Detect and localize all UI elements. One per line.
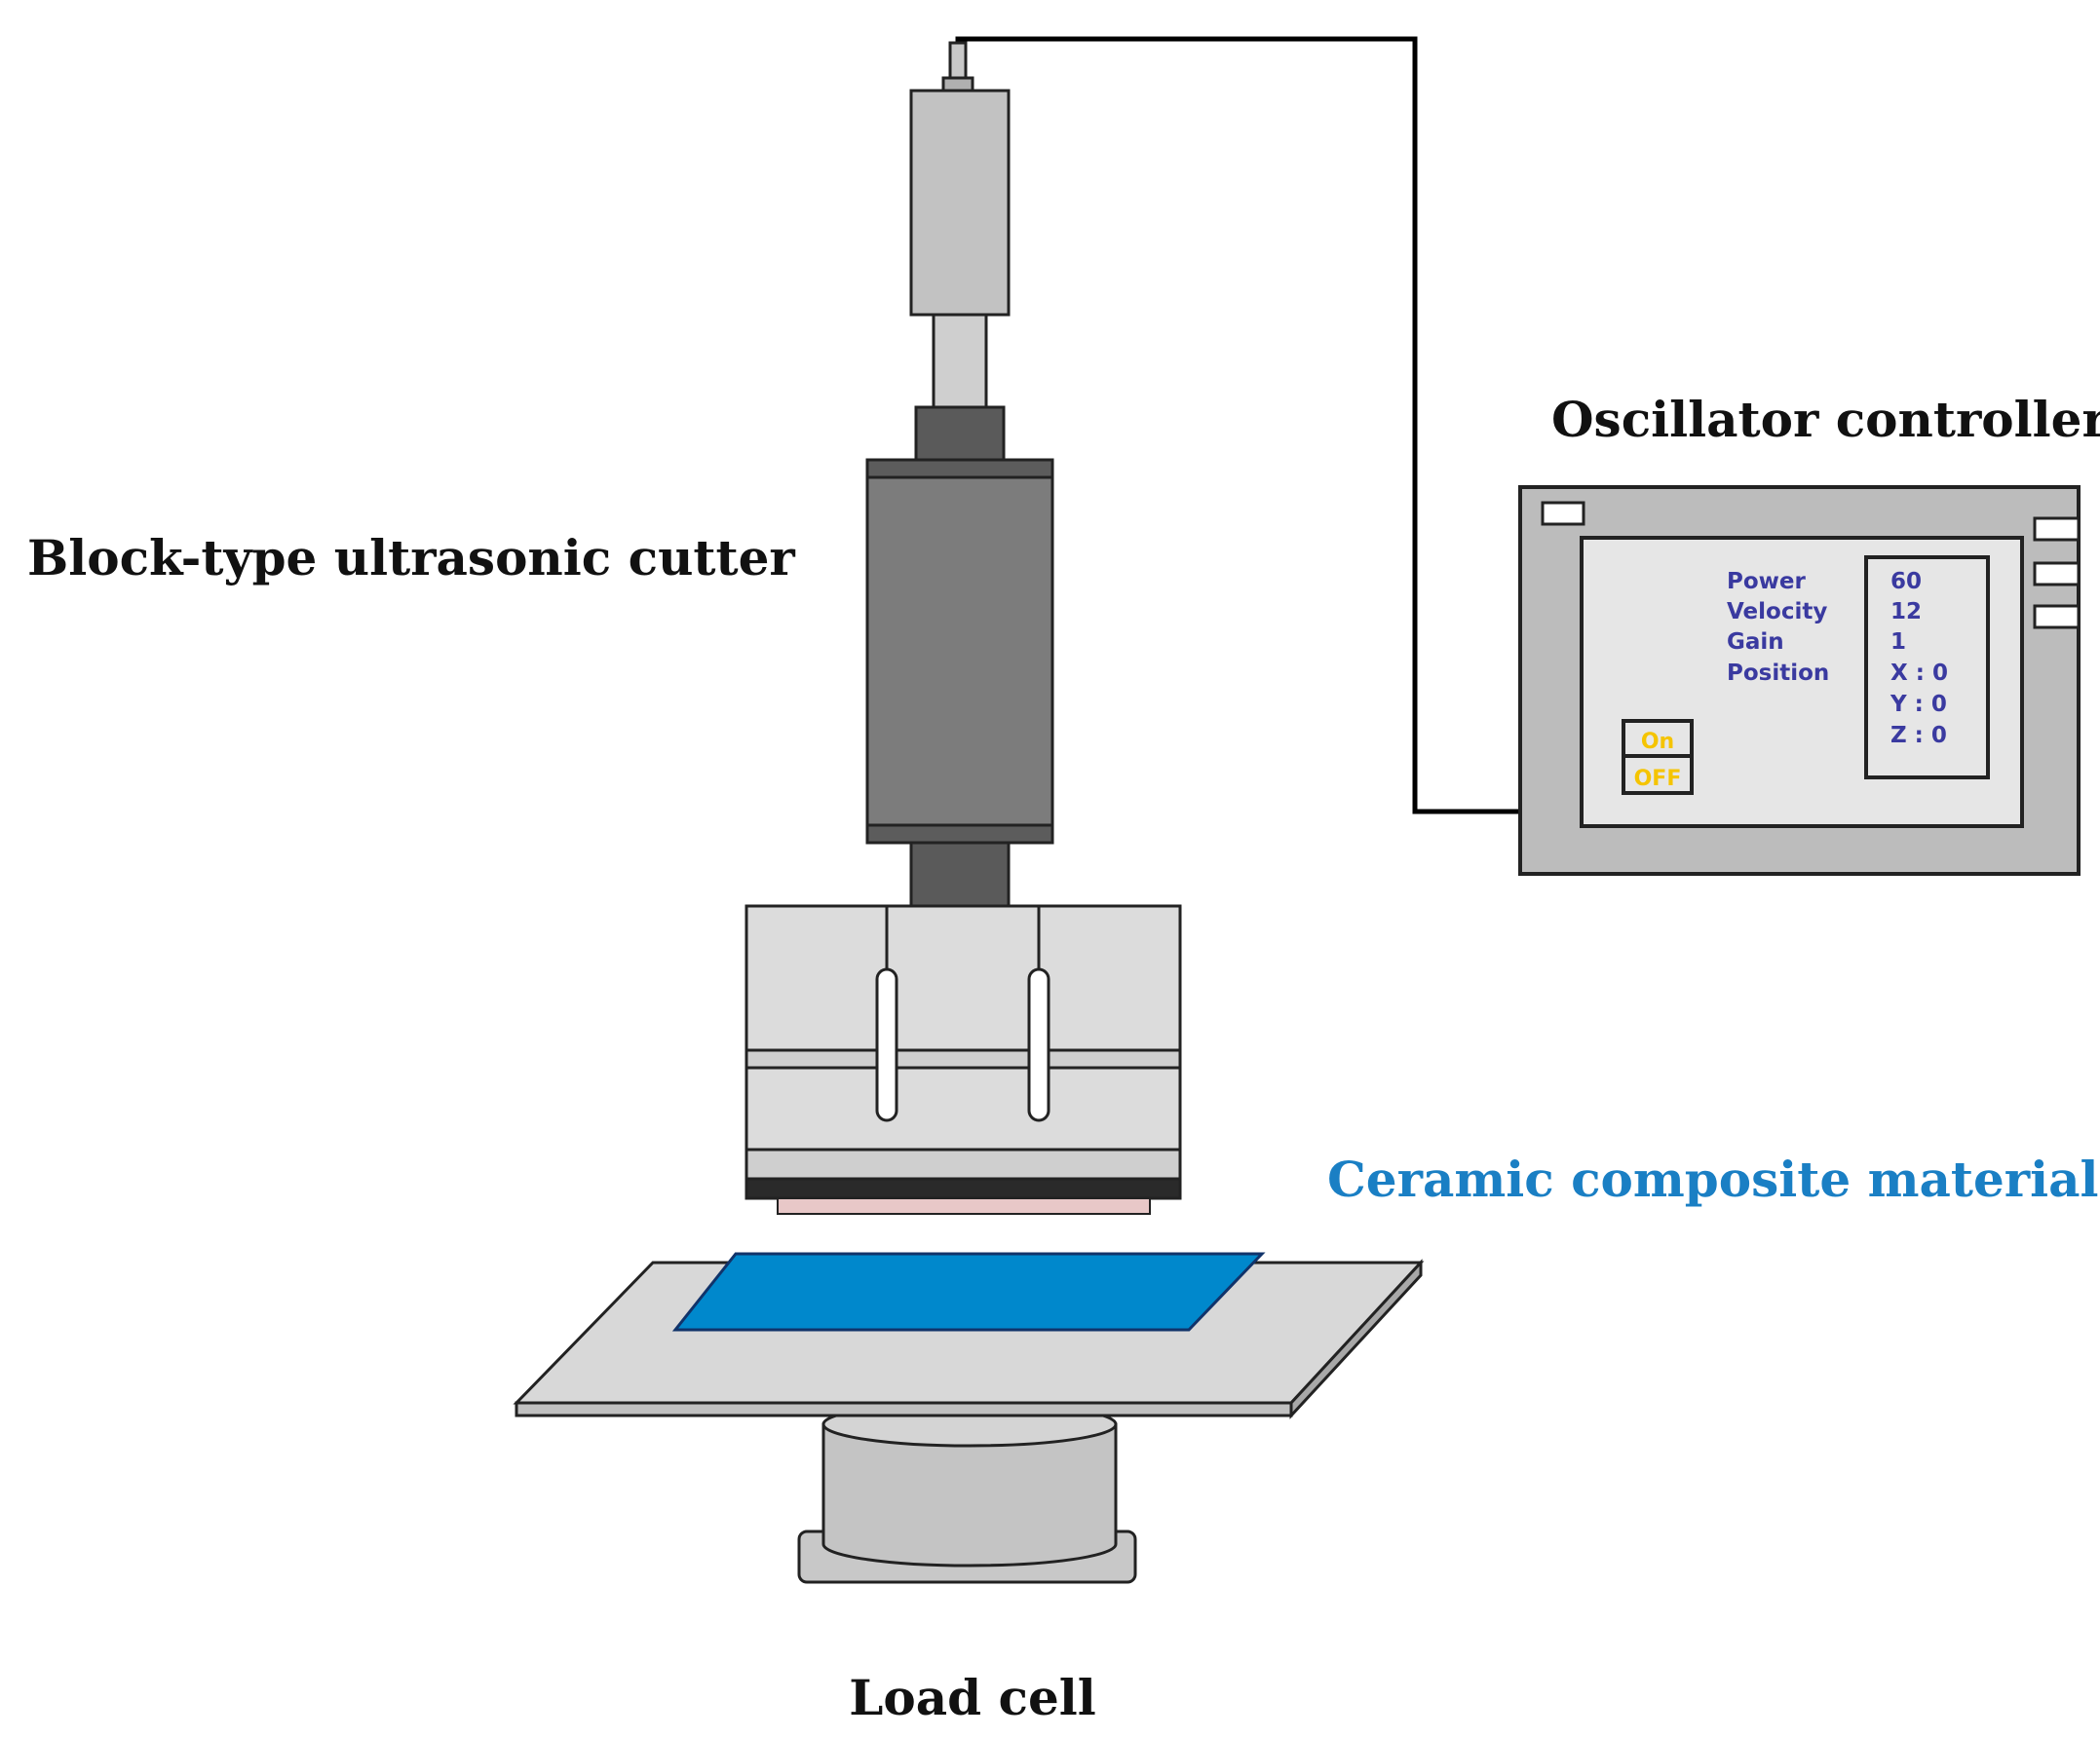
ceramic-material (671, 1252, 1266, 1332)
oscillator-label: Oscillator controller (1551, 391, 2100, 448)
ultrasonic-cutter (745, 41, 1182, 1215)
value-gain: 1 (1890, 629, 1906, 655)
value-position-y: Y : 0 (1890, 692, 1947, 717)
material-label: Ceramic composite material (1327, 1151, 2099, 1208)
cutter-label: Block-type ultrasonic cutter (27, 529, 795, 586)
param-position: Position (1727, 661, 1829, 686)
value-box (1864, 555, 1990, 779)
value-velocity: 12 (1890, 599, 1922, 624)
transducer-housing (909, 89, 1011, 317)
oscillator-controller: Power Velocity Gain Position 60 12 1 X :… (1518, 485, 2081, 876)
param-velocity: Velocity (1727, 599, 1827, 624)
side-button-3[interactable] (2033, 604, 2081, 629)
booster-body (865, 458, 1054, 845)
load-cell-label: Load cell (849, 1669, 1096, 1726)
switch-off-label: OFF (1634, 767, 1682, 791)
load-cell-cylinder (821, 1422, 1118, 1568)
controller-indicator (1541, 501, 1585, 526)
param-power: Power (1727, 569, 1807, 594)
value-position-x: X : 0 (1890, 661, 1948, 686)
stage-assembly (513, 1252, 1425, 1584)
side-button-2[interactable] (2033, 561, 2081, 586)
switch-on-label: On (1641, 730, 1674, 754)
cutter-blade (777, 1197, 1151, 1215)
value-power: 60 (1890, 569, 1922, 594)
param-gain: Gain (1727, 629, 1784, 655)
side-button-1[interactable] (2033, 516, 2081, 542)
power-switch[interactable]: On OFF (1622, 719, 1694, 795)
value-position-z: Z : 0 (1890, 723, 1947, 748)
